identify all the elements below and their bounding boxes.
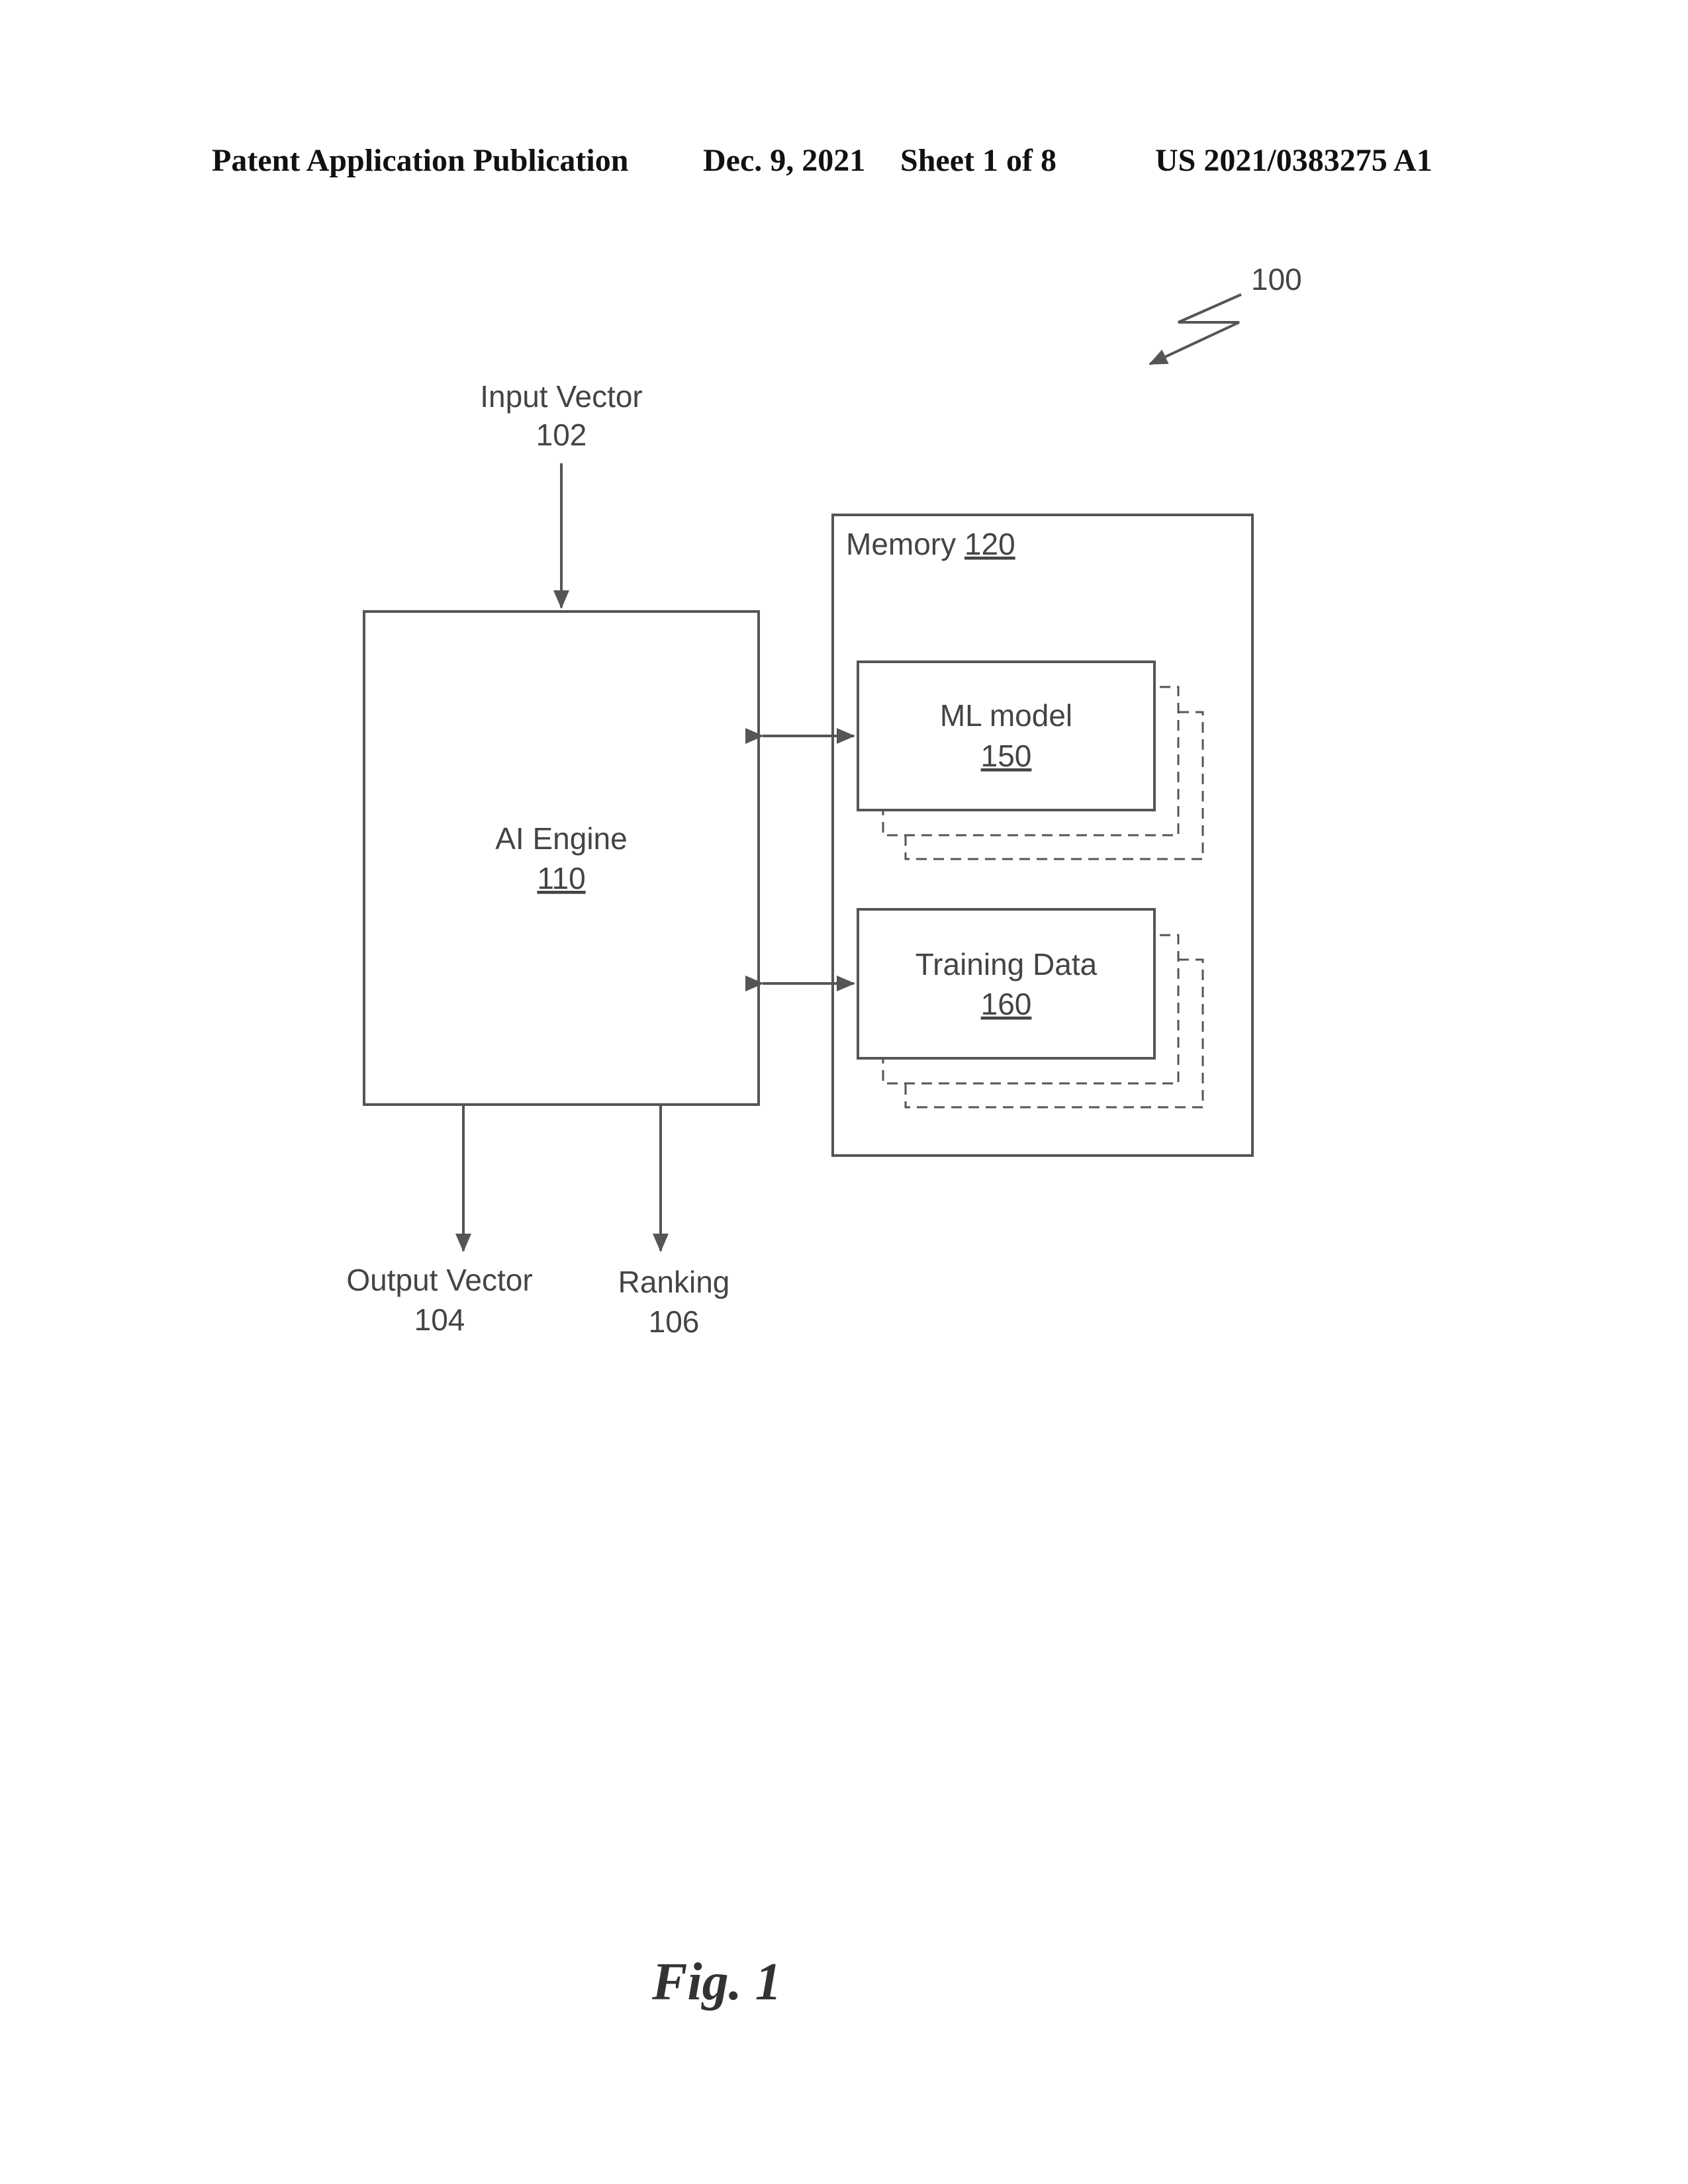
ai-engine-box: [364, 612, 759, 1105]
ml-model-label: ML model: [940, 698, 1072, 733]
ranking-ref: 106: [649, 1304, 700, 1339]
training-data-stack: Training Data 160: [858, 909, 1203, 1107]
ml-model-stack: ML model 150: [858, 662, 1203, 859]
ai-engine-label: AI Engine: [495, 821, 627, 856]
ranking-label: Ranking: [618, 1265, 730, 1299]
output-vector-label: Output Vector: [346, 1263, 532, 1297]
figure-ref-label: 100: [1251, 262, 1302, 296]
memory-label: Memory 120: [846, 527, 1015, 561]
training-data-label: Training Data: [915, 947, 1098, 981]
figure-caption: Fig. 1: [652, 1952, 782, 2013]
lightning-arrow-icon: [1150, 295, 1241, 364]
input-vector-label: Input Vector: [480, 379, 643, 414]
input-vector-ref: 102: [536, 418, 587, 452]
output-vector-ref: 104: [414, 1302, 465, 1337]
ai-engine-ref: 110: [537, 861, 585, 895]
training-data-box: [858, 909, 1154, 1058]
ml-model-box: [858, 662, 1154, 810]
training-data-ref: 160: [981, 987, 1032, 1021]
ml-model-ref: 150: [981, 739, 1032, 773]
